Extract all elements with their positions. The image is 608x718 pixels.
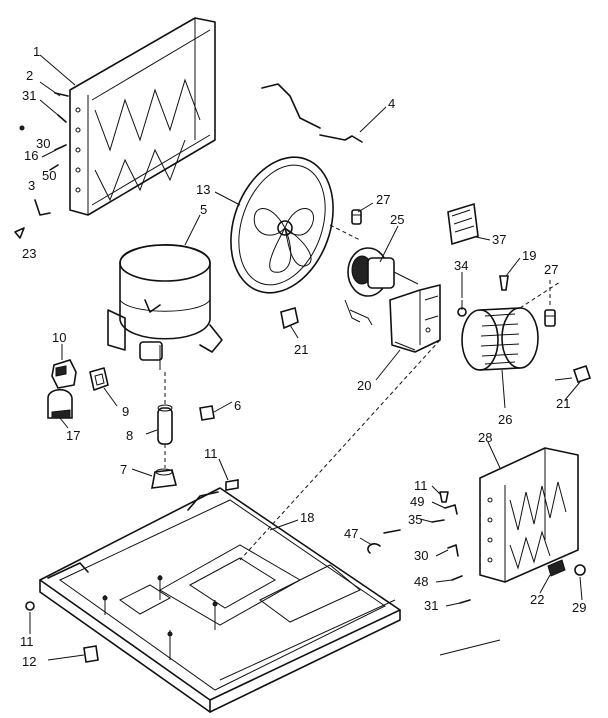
callout-12: 12 xyxy=(22,654,36,669)
callout-49: 49 xyxy=(410,494,424,509)
callout-48: 48 xyxy=(414,574,428,589)
callout-21-right: 21 xyxy=(556,396,570,411)
callout-47: 47 xyxy=(344,526,358,541)
callout-19: 19 xyxy=(522,248,536,263)
callout-3: 3 xyxy=(28,178,35,193)
callout-11-mid: 11 xyxy=(204,446,218,461)
callout-6: 6 xyxy=(234,398,241,413)
screw-12 xyxy=(83,645,99,663)
fan-shroud xyxy=(230,156,334,294)
callout-1: 1 xyxy=(33,44,40,59)
callout-28: 28 xyxy=(478,430,492,445)
overload-protector xyxy=(51,359,77,389)
callout-7: 7 xyxy=(120,462,127,477)
callout-31-right: 31 xyxy=(424,598,438,613)
callout-30-right: 30 xyxy=(414,548,428,563)
callout-10: 10 xyxy=(52,330,66,345)
leader-lines xyxy=(29,54,583,661)
callout-34: 34 xyxy=(454,258,468,273)
clip-21-left xyxy=(280,306,299,330)
clip-21-right xyxy=(554,364,592,384)
screw-19 xyxy=(499,275,509,291)
capillary-tube xyxy=(261,83,363,143)
motor-mount-bracket xyxy=(389,284,441,353)
callout-29: 29 xyxy=(572,600,586,615)
callout-26: 26 xyxy=(498,412,512,427)
callout-35: 35 xyxy=(408,512,422,527)
rubber-grommet xyxy=(151,468,178,489)
screw-34 xyxy=(457,300,467,317)
callout-50: 50 xyxy=(42,168,56,183)
terminal-cover xyxy=(47,388,73,419)
evaporator-coil xyxy=(69,17,216,216)
callout-2: 2 xyxy=(26,68,33,83)
compressor xyxy=(107,244,223,370)
callout-9: 9 xyxy=(122,404,129,419)
base-pan xyxy=(39,487,401,713)
callout-31: 31 xyxy=(22,88,36,103)
callout-21: 21 xyxy=(294,342,308,357)
callout-16: 16 xyxy=(24,148,38,163)
callout-23: 23 xyxy=(22,246,36,261)
terminal-cover-clip xyxy=(89,367,109,391)
compressor-mount-sleeve xyxy=(157,404,173,445)
callout-8: 8 xyxy=(126,428,133,443)
screw-11-mid xyxy=(225,479,239,491)
coil-hardware-left xyxy=(14,92,69,239)
screw-11-left xyxy=(25,601,35,611)
callout-25: 25 xyxy=(390,212,404,227)
callout-labels: 1 2 31 30 16 50 3 23 4 13 27 25 37 5 34 … xyxy=(20,44,586,669)
screw-27-top xyxy=(351,209,362,225)
callout-27: 27 xyxy=(376,192,390,207)
blower-wheel xyxy=(461,307,539,371)
callout-18: 18 xyxy=(300,510,314,525)
fan-motor xyxy=(344,247,419,326)
callout-11-right: 11 xyxy=(414,478,428,493)
screw-27-right xyxy=(544,280,556,327)
callout-17: 17 xyxy=(66,428,80,443)
callout-13: 13 xyxy=(196,182,210,197)
mount-nut xyxy=(199,405,215,421)
callout-5: 5 xyxy=(200,202,207,217)
callout-27-right: 27 xyxy=(544,262,558,277)
callout-30: 30 xyxy=(36,136,50,151)
callout-22: 22 xyxy=(530,592,544,607)
assembly-lines xyxy=(164,224,561,656)
coil-hardware-right xyxy=(367,491,586,604)
callout-11-left: 11 xyxy=(20,634,34,649)
callout-20: 20 xyxy=(357,378,371,393)
insulation-pad xyxy=(447,202,479,246)
condenser-coil xyxy=(479,447,579,583)
callout-4: 4 xyxy=(388,96,395,111)
callout-37: 37 xyxy=(492,232,506,247)
